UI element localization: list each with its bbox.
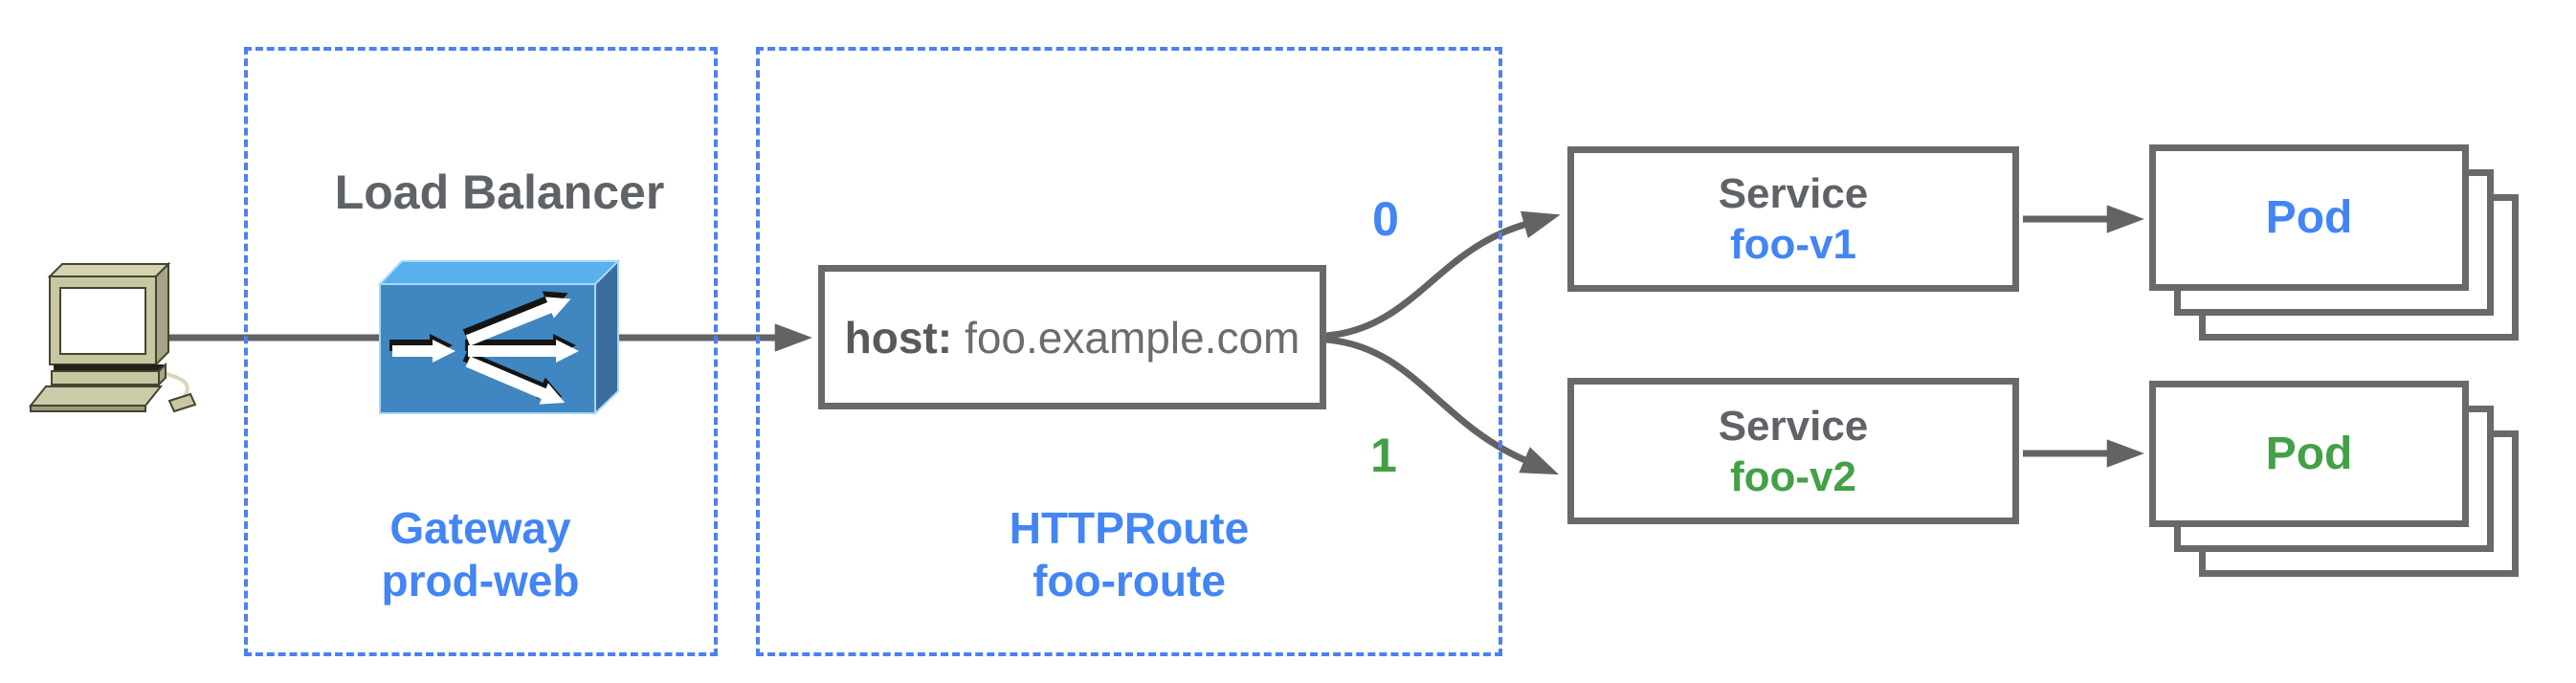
service-v2-kind: Service	[1718, 402, 1869, 450]
load-balancer-title: Load Balancer	[334, 165, 665, 219]
lb-arrows	[392, 297, 579, 405]
load-balancer-icon	[377, 258, 621, 416]
host-rule-value: foo.example.com	[965, 312, 1300, 363]
backend-index-0: 0	[1372, 192, 1399, 246]
httproute-resource-boundary	[756, 47, 1502, 656]
httproute-resource-label: HTTPRoute foo-route	[1010, 502, 1249, 607]
httproute-name: foo-route	[1033, 556, 1226, 606]
pod-stack-foo-v2: Pod	[2149, 381, 2519, 577]
gateway-resource-boundary	[244, 47, 718, 656]
gateway-resource-label: Gateway prod-web	[382, 502, 580, 607]
backend-index-1: 1	[1370, 429, 1397, 482]
pod-v1-label: Pod	[2265, 192, 2353, 243]
pod-card-front: Pod	[2149, 144, 2469, 291]
httproute-kind: HTTPRoute	[1009, 503, 1250, 553]
service-v2-name: foo-v2	[1730, 452, 1856, 500]
pod-v2-label: Pod	[2265, 429, 2353, 479]
pod-stack-foo-v1: Pod	[2149, 144, 2519, 341]
service-foo-v2-box: Service foo-v2	[1567, 378, 2019, 524]
gateway-name: prod-web	[381, 556, 580, 606]
gateway-kind: Gateway	[389, 503, 571, 553]
host-rule-box: host: foo.example.com	[818, 265, 1326, 409]
service-v1-kind: Service	[1718, 170, 1869, 217]
branch-arrow-to-foo-v1	[1325, 210, 1561, 340]
host-rule-key: host:	[844, 312, 953, 363]
service-v1-name: foo-v1	[1730, 221, 1856, 268]
service-foo-v1-box: Service foo-v1	[1567, 146, 2019, 292]
desktop-computer-icon	[28, 261, 197, 413]
branch-arrow-to-foo-v2	[1325, 336, 1560, 475]
pod-card-front: Pod	[2149, 381, 2469, 527]
